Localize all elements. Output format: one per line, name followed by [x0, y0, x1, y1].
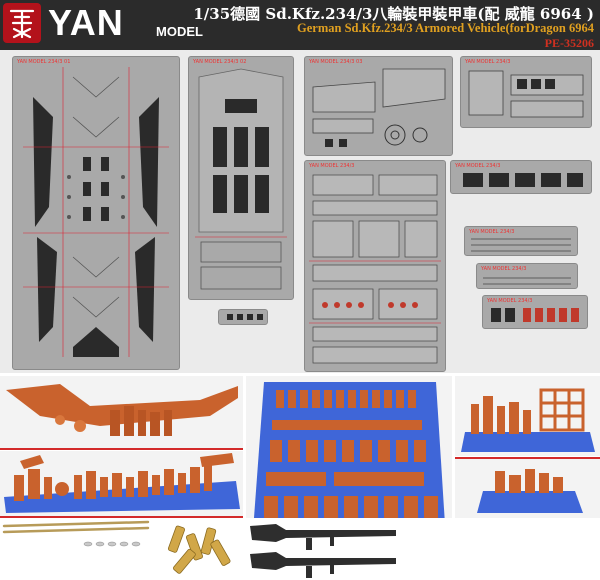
- small-parts-illustration: [4, 453, 240, 513]
- etch-fret-small-strip: [218, 309, 268, 325]
- photo-machine-guns: [246, 518, 600, 580]
- etch-fret-f: YAN MODEL 234/3: [450, 160, 592, 194]
- photo-brass-shell-casings: [152, 518, 246, 580]
- fret-label: YAN MODEL 234/3 01: [17, 59, 71, 65]
- frame-parts-illustration: [461, 388, 595, 452]
- fret-d-parts-drawing: [468, 70, 584, 118]
- photo-small-assembly-blue: [455, 459, 600, 519]
- fret-label: YAN MODEL 234/3 03: [309, 59, 363, 65]
- fret-h-parts-drawing: [483, 277, 571, 285]
- hull-parts-illustration: [6, 384, 238, 436]
- fret-a-parts-drawing: [23, 67, 169, 357]
- etch-fret-d: YAN MODEL 234/3: [460, 56, 592, 128]
- machine-guns-illustration: [250, 524, 396, 578]
- fret-label: YAN MODEL 234/3: [481, 266, 527, 272]
- etch-fret-i: YAN MODEL 234/3: [482, 295, 588, 329]
- fret-b-parts-drawing: [195, 68, 287, 290]
- photo-assembled-hull-parts: [0, 376, 243, 448]
- brass-rods-illustration: [2, 520, 150, 547]
- brand-subtitle: MODEL: [156, 24, 203, 39]
- photo-brass-rods: [0, 518, 152, 580]
- brand-seal-logo: [3, 3, 41, 43]
- fret-label: YAN MODEL 234/3: [487, 298, 533, 304]
- photo-small-parts-blue: [0, 451, 243, 516]
- etch-fret-e: YAN MODEL 234/3: [304, 160, 446, 372]
- shell-casings-illustration: [167, 525, 231, 574]
- small-strip-drawing: [227, 314, 263, 320]
- fret-label: YAN MODEL 234/3: [309, 163, 355, 169]
- etch-fret-a: YAN MODEL 234/3 01: [12, 56, 180, 370]
- photo-divider: [0, 516, 243, 518]
- fret-g-parts-drawing: [471, 238, 571, 252]
- etch-fret-g: YAN MODEL 234/3: [464, 226, 578, 256]
- header-bar: YAN MODEL 1/35德國 Sd.Kfz.234/3八輪裝甲裝甲車(配 威…: [0, 0, 600, 50]
- fret-f-parts-drawing: [463, 173, 583, 187]
- fret-label: YAN MODEL 234/3 02: [193, 59, 247, 65]
- photo-divider: [0, 448, 243, 450]
- etch-fret-c: YAN MODEL 234/3 03: [304, 56, 453, 156]
- photo-divider: [455, 457, 600, 459]
- product-title-english: German Sd.Kfz.234/3 Armored Vehicle(forD…: [297, 21, 594, 35]
- fret-c-parts-drawing: [312, 68, 446, 147]
- brand-name: YAN: [48, 2, 124, 43]
- photo-frame-parts-on-blue: [455, 376, 600, 456]
- product-code: PE-35206: [544, 36, 594, 50]
- fret-label: YAN MODEL 234/3: [455, 163, 501, 169]
- photo-etch-sheet-area: YAN MODEL 234/3 01: [0, 50, 600, 373]
- product-title-chinese: 1/35德國 Sd.Kfz.234/3八輪裝甲裝甲車(配 威龍 6964 ): [193, 5, 594, 23]
- small-assembly-illustration: [477, 469, 583, 513]
- etch-fret-h: YAN MODEL 234/3: [476, 263, 578, 289]
- etch-fret-b: YAN MODEL 234/3 02: [188, 56, 294, 300]
- fret-i-parts-drawing: [491, 308, 579, 322]
- fret-e-parts-drawing: [309, 174, 441, 364]
- seal-glyph-icon: [9, 9, 35, 39]
- fret-label: YAN MODEL 234/3: [469, 229, 515, 235]
- fret-label: YAN MODEL 234/3: [465, 59, 511, 65]
